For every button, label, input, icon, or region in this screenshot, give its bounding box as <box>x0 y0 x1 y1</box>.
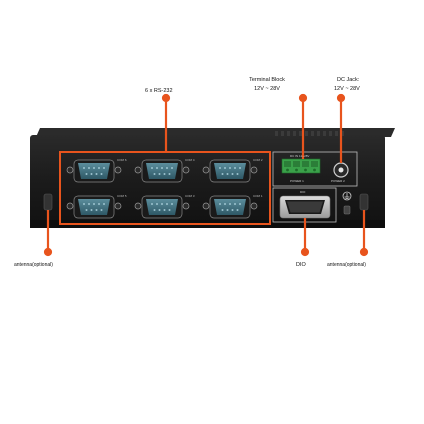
antenna-right-callout-label: antenna(optional) <box>327 262 366 268</box>
terminal-block-callout-voltage: 12V ~ 28V <box>254 86 280 92</box>
db9-com-port <box>134 195 190 219</box>
antenna-port-right <box>359 193 369 211</box>
db9-com-port <box>202 195 258 219</box>
db9-com-port <box>202 159 258 183</box>
antenna-left-callout-label: antenna(optional) <box>14 262 53 268</box>
dio-callout-label: DIO <box>296 262 306 268</box>
vent-fins <box>275 131 344 136</box>
power-panel <box>272 151 358 187</box>
dc-jack-callout-title: DC Jack: <box>337 77 360 83</box>
com-ports <box>66 159 258 219</box>
db9-com-port <box>66 195 122 219</box>
power2-label: POWER 2 <box>331 179 345 183</box>
com-label-1: COM 6 <box>117 158 127 162</box>
com-label-2: COM 4 <box>185 158 195 162</box>
db9-com-port <box>66 159 122 183</box>
terminal-block-callout-title: Terminal Block <box>249 77 285 83</box>
ground-icon <box>342 191 352 201</box>
dc-jack-callout-voltage: 12V ~ 28V <box>334 86 360 92</box>
dio-port <box>279 195 331 219</box>
rs232-callout-label: 6 x RS-232 <box>145 88 173 94</box>
terminal-block <box>281 158 321 174</box>
com-label-3: COM 2 <box>253 158 263 162</box>
db9-com-port <box>134 159 190 183</box>
dc-in-label: DC IN 12~28V <box>290 154 310 158</box>
callout-lines <box>43 93 369 257</box>
power1-label: POWER 1 <box>290 179 304 183</box>
com-label-6: COM 1 <box>253 194 263 198</box>
com-label-4: COM 5 <box>117 194 127 198</box>
com-label-5: COM 3 <box>185 194 195 198</box>
antenna-port-left <box>43 193 53 211</box>
dc-jack <box>333 162 349 178</box>
ground-screw <box>343 205 351 215</box>
dio-panel-label: DIO <box>300 190 306 194</box>
